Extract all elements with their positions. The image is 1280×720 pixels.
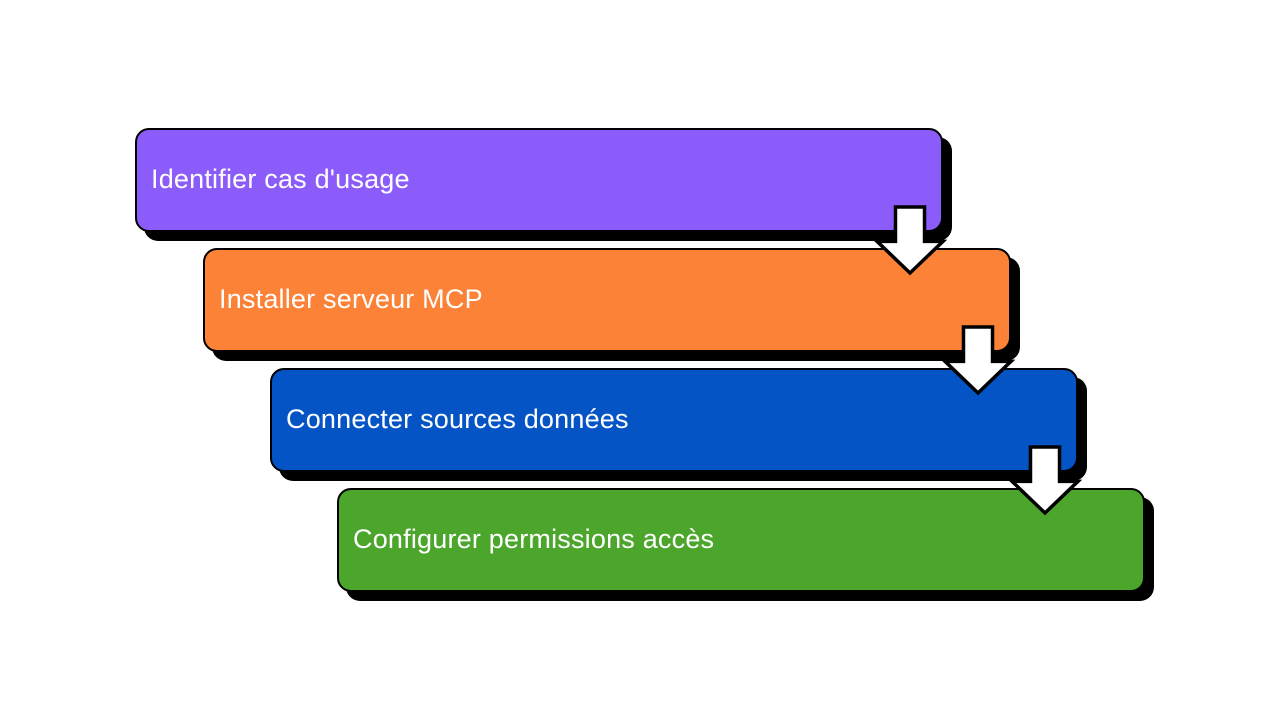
step-box-4[interactable]: Configurer permissions accès	[337, 488, 1145, 592]
step-box-2[interactable]: Installer serveur MCP	[203, 248, 1011, 352]
step-box-3[interactable]: Connecter sources données	[270, 368, 1078, 472]
step-label-3: Connecter sources données	[286, 404, 629, 435]
step-label-1: Identifier cas d'usage	[151, 164, 410, 195]
step-label-2: Installer serveur MCP	[219, 284, 483, 315]
step-box-1[interactable]: Identifier cas d'usage	[135, 128, 943, 232]
step-label-4: Configurer permissions accès	[353, 524, 715, 555]
